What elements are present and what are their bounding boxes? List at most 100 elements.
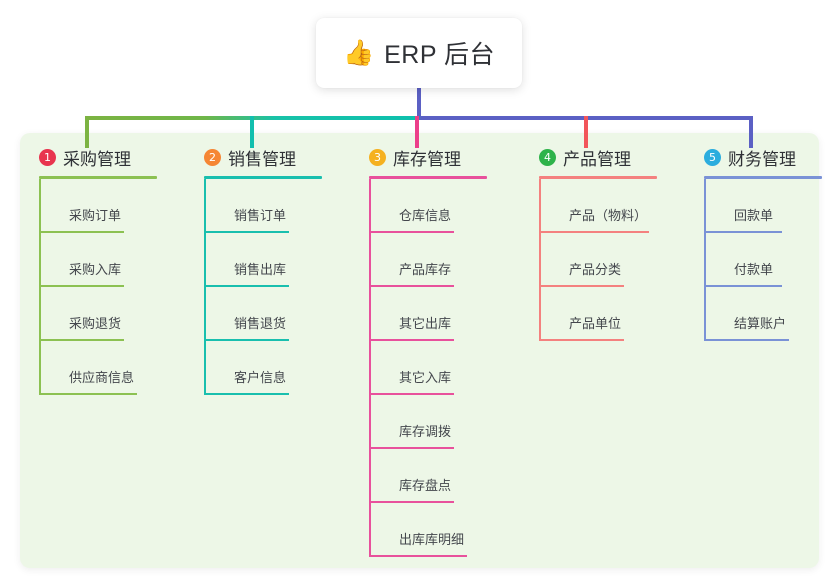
list-item[interactable]: 产品库存 — [369, 233, 520, 287]
root-node-label: ERP 后台 — [384, 41, 496, 69]
list-item-underline — [369, 393, 454, 395]
list-item[interactable]: 付款单 — [704, 233, 835, 287]
list-item-underline — [369, 555, 467, 557]
list-item-label: 产品库存 — [399, 262, 452, 277]
list-item[interactable]: 出库库明细 — [369, 503, 520, 557]
branch-items-finance: 回款单 付款单 结算账户 — [704, 179, 835, 341]
branch-sales: 2 销售管理 销售订单 销售出库 销售退货 客户信息 — [185, 145, 350, 395]
list-item-label: 产品（物料） — [569, 208, 648, 223]
list-item-label: 采购入库 — [69, 262, 122, 277]
list-item-label: 产品分类 — [569, 262, 622, 277]
list-item-label: 库存盘点 — [399, 478, 452, 493]
list-item-label: 客户信息 — [234, 370, 287, 385]
list-item-underline — [704, 285, 782, 287]
branch-items-purchase: 采购订单 采购入库 采购退货 供应商信息 — [39, 179, 185, 395]
connector-drop-sales — [250, 116, 254, 148]
connector-drop-purchase — [85, 116, 89, 148]
branch-header-purchase[interactable]: 1 采购管理 — [20, 145, 185, 169]
branch-product: 4 产品管理 产品（物料） 产品分类 产品单位 — [520, 145, 685, 341]
branch-finance: 5 财务管理 回款单 付款单 结算账户 — [685, 145, 835, 341]
branch-header-product[interactable]: 4 产品管理 — [520, 145, 685, 169]
list-item-label: 付款单 — [734, 262, 774, 277]
list-item[interactable]: 客户信息 — [204, 341, 350, 395]
branch-inventory: 3 库存管理 仓库信息 产品库存 其它出库 其它入库 库存调拨 库存盘点 — [350, 145, 520, 557]
list-item-label: 供应商信息 — [69, 370, 135, 385]
list-item[interactable]: 采购入库 — [39, 233, 185, 287]
list-item-underline — [369, 285, 454, 287]
list-item-underline — [39, 285, 124, 287]
branch-title-inventory: 库存管理 — [393, 149, 461, 169]
list-item[interactable]: 库存盘点 — [369, 449, 520, 503]
mindmap-panel — [20, 133, 819, 568]
list-item[interactable]: 仓库信息 — [369, 179, 520, 233]
list-item-label: 采购订单 — [69, 208, 122, 223]
list-item[interactable]: 销售出库 — [204, 233, 350, 287]
branch-header-inventory[interactable]: 3 库存管理 — [350, 145, 520, 169]
list-item-underline — [39, 231, 124, 233]
list-item-label: 采购退货 — [69, 316, 122, 331]
branch-title-product: 产品管理 — [563, 149, 631, 169]
branch-trunk-inventory — [369, 179, 371, 557]
connector-bus-bar — [85, 116, 753, 120]
list-item[interactable]: 产品（物料） — [539, 179, 685, 233]
list-item-label: 结算账户 — [734, 316, 787, 331]
list-item-underline — [39, 393, 137, 395]
list-item-label: 出库库明细 — [399, 532, 465, 547]
list-item-underline — [204, 393, 289, 395]
list-item-label: 回款单 — [734, 208, 774, 223]
list-item[interactable]: 产品单位 — [539, 287, 685, 341]
list-item[interactable]: 供应商信息 — [39, 341, 185, 395]
branch-items-inventory: 仓库信息 产品库存 其它出库 其它入库 库存调拨 库存盘点 出库库明细 — [369, 179, 520, 557]
list-item-underline — [369, 501, 454, 503]
list-item[interactable]: 其它出库 — [369, 287, 520, 341]
list-item-label: 销售订单 — [234, 208, 287, 223]
list-item[interactable]: 结算账户 — [704, 287, 835, 341]
branch-title-finance: 财务管理 — [728, 149, 796, 169]
branch-underline-product — [539, 176, 657, 179]
branch-trunk-finance — [704, 179, 706, 341]
root-node[interactable]: 👍 ERP 后台 — [316, 18, 522, 88]
list-item-label: 销售退货 — [234, 316, 287, 331]
list-item[interactable]: 其它入库 — [369, 341, 520, 395]
branch-underline-finance — [704, 176, 822, 179]
list-item[interactable]: 采购订单 — [39, 179, 185, 233]
branch-badge-3: 3 — [369, 148, 386, 166]
branch-badge-2: 2 — [204, 148, 221, 166]
list-item[interactable]: 产品分类 — [539, 233, 685, 287]
branch-items-product: 产品（物料） 产品分类 产品单位 — [539, 179, 685, 341]
branch-title-sales: 销售管理 — [228, 149, 296, 169]
connector-drop-inventory — [415, 116, 419, 148]
list-item-underline — [204, 285, 289, 287]
list-item-label: 其它出库 — [399, 316, 452, 331]
list-item[interactable]: 销售订单 — [204, 179, 350, 233]
list-item[interactable]: 销售退货 — [204, 287, 350, 341]
connector-drop-finance — [749, 116, 753, 148]
list-item-label: 销售出库 — [234, 262, 287, 277]
list-item[interactable]: 库存调拨 — [369, 395, 520, 449]
branch-underline-inventory — [369, 176, 487, 179]
branch-underline-sales — [204, 176, 322, 179]
branch-badge-4: 4 — [539, 148, 556, 166]
branch-header-sales[interactable]: 2 销售管理 — [185, 145, 350, 169]
branch-trunk-sales — [204, 179, 206, 395]
branch-trunk-product — [539, 179, 541, 341]
branch-items-sales: 销售订单 销售出库 销售退货 客户信息 — [204, 179, 350, 395]
list-item-label: 仓库信息 — [399, 208, 452, 223]
list-item-underline — [539, 339, 624, 341]
branch-header-finance[interactable]: 5 财务管理 — [685, 145, 835, 169]
branch-trunk-purchase — [39, 179, 41, 395]
list-item-underline — [704, 339, 789, 341]
connector-root-stem — [417, 86, 421, 120]
branch-badge-1: 1 — [39, 148, 56, 166]
list-item-underline — [39, 339, 124, 341]
list-item[interactable]: 回款单 — [704, 179, 835, 233]
connector-drop-product — [584, 116, 588, 148]
branch-purchase: 1 采购管理 采购订单 采购入库 采购退货 供应商信息 — [20, 145, 185, 395]
list-item-underline — [369, 231, 454, 233]
list-item-label: 库存调拨 — [399, 424, 452, 439]
branch-underline-purchase — [39, 176, 157, 179]
list-item[interactable]: 采购退货 — [39, 287, 185, 341]
list-item-underline — [204, 231, 289, 233]
branch-badge-5: 5 — [704, 148, 721, 166]
thumbs-up-icon: 👍 — [342, 38, 375, 67]
